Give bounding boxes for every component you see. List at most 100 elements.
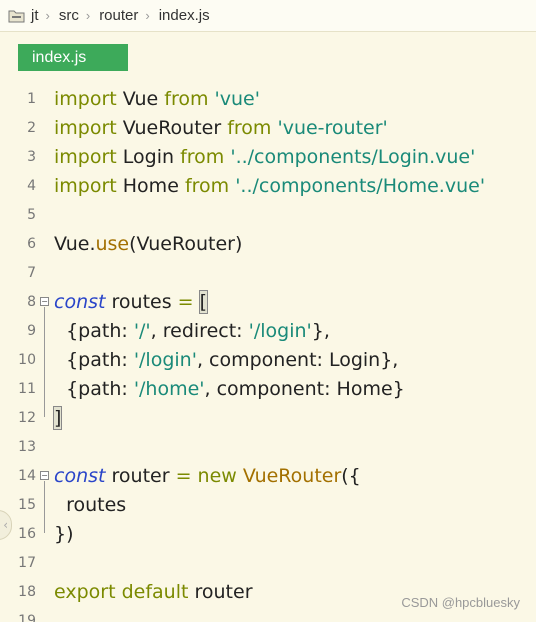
fold-guide — [44, 307, 45, 417]
line-number: 10 — [18, 351, 36, 368]
code-token: '/home' — [133, 377, 205, 400]
line-number: 1 — [27, 90, 36, 107]
fold-toggle-icon[interactable]: − — [40, 471, 49, 480]
code-line[interactable]: 11 {path: '/home', component: Home} — [0, 374, 536, 403]
code-text: Vue.use(VueRouter) — [54, 233, 242, 255]
line-number: 2 — [27, 119, 36, 136]
line-number: 12 — [18, 409, 36, 426]
chevron-right-icon: › — [145, 8, 150, 23]
code-text: import Login from '../components/Login.v… — [54, 146, 475, 168]
code-token: Vue. — [54, 232, 96, 255]
code-text: {path: '/login', component: Login}, — [54, 349, 398, 371]
code-token: , component: Home} — [204, 377, 405, 400]
code-token: const — [54, 290, 106, 313]
line-number: 13 — [18, 438, 36, 455]
tab-index-js[interactable]: index.js — [18, 44, 128, 71]
code-token: '/login' — [133, 348, 197, 371]
code-line[interactable]: 7 — [0, 258, 536, 287]
code-line[interactable]: 9 {path: '/', redirect: '/login'}, — [0, 316, 536, 345]
code-token: Vue — [116, 87, 165, 110]
code-token: 'vue-router' — [277, 116, 388, 139]
line-number: 4 — [27, 177, 36, 194]
code-line[interactable]: 15 routes — [0, 490, 536, 519]
editor-tab-bar: index.js — [0, 32, 536, 80]
code-token: default — [121, 580, 189, 603]
code-token: router — [188, 580, 253, 603]
watermark: CSDN @hpcbluesky — [401, 595, 520, 610]
code-line[interactable]: 5 — [0, 200, 536, 229]
code-token: , redirect: — [150, 319, 249, 342]
code-token: import — [54, 116, 117, 139]
breadcrumb-item-router[interactable]: router — [99, 7, 139, 24]
code-token: , component: Login}, — [196, 348, 399, 371]
code-token: from — [180, 145, 225, 168]
code-token: VueRouter — [242, 464, 342, 487]
code-token: 'vue' — [214, 87, 260, 110]
code-text: routes — [54, 494, 126, 516]
chevron-right-icon: › — [85, 8, 91, 23]
code-token: {path: — [54, 348, 134, 371]
fold-toggle-icon[interactable]: − — [40, 297, 49, 306]
code-token: Login — [116, 145, 181, 168]
code-token: '../components/Login.vue' — [230, 145, 476, 168]
code-token: const — [54, 464, 106, 487]
code-token: }, — [311, 319, 330, 342]
line-number: 5 — [27, 206, 36, 223]
chevron-right-icon: › — [45, 8, 50, 23]
code-line[interactable]: 3 import Login from '../components/Login.… — [0, 142, 536, 171]
code-token: new — [197, 464, 237, 487]
folder-icon — [8, 9, 25, 23]
code-token: '/login' — [248, 319, 312, 342]
code-token — [194, 291, 200, 313]
code-line[interactable]: 16}) — [0, 519, 536, 548]
code-text: const router = new VueRouter({ — [54, 465, 361, 487]
breadcrumb-item-file[interactable]: index.js — [158, 7, 210, 24]
code-token: import — [54, 174, 117, 197]
code-token: use — [95, 232, 130, 255]
code-text: }) — [54, 523, 74, 545]
code-token: import — [54, 145, 117, 168]
line-number: 9 — [27, 322, 36, 339]
code-text: {path: '/', redirect: '/login'}, — [54, 320, 330, 342]
code-line[interactable]: 10 {path: '/login', component: Login}, — [0, 345, 536, 374]
code-line[interactable]: 12] — [0, 403, 536, 432]
code-text: import Vue from 'vue' — [54, 88, 260, 110]
code-text: const routes = [ — [54, 289, 209, 314]
code-token: routes — [105, 290, 178, 313]
breadcrumb: jt › src › router › index.js — [0, 0, 536, 32]
line-number: 11 — [18, 380, 36, 397]
code-token: VueRouter — [116, 116, 228, 139]
code-line[interactable]: 13 — [0, 432, 536, 461]
code-line[interactable]: 17 — [0, 548, 536, 577]
code-token: Home — [116, 174, 185, 197]
line-number: 17 — [18, 554, 36, 571]
line-number: 7 — [27, 264, 36, 281]
code-token: = — [175, 464, 192, 487]
breadcrumb-item-jt[interactable]: jt — [31, 7, 39, 24]
code-token: {path: — [54, 377, 134, 400]
line-number: 8 — [27, 293, 36, 310]
code-token: export — [54, 580, 116, 603]
code-token: }) — [54, 522, 74, 545]
code-token: (VueRouter) — [129, 232, 243, 255]
code-line[interactable]: 19 — [0, 606, 536, 622]
code-token: ({ — [341, 464, 361, 487]
code-token: router — [105, 464, 176, 487]
code-line[interactable]: 1 import Vue from 'vue' — [0, 84, 536, 113]
code-token: [ — [198, 289, 209, 314]
code-token: from — [184, 174, 230, 197]
line-number: 16 — [18, 525, 36, 542]
breadcrumb-item-src[interactable]: src — [58, 7, 79, 24]
line-number: 3 — [27, 148, 36, 165]
code-token: '/' — [133, 319, 151, 342]
code-text: ] — [52, 405, 63, 430]
code-token: import — [54, 87, 117, 110]
code-token: = — [177, 290, 194, 313]
